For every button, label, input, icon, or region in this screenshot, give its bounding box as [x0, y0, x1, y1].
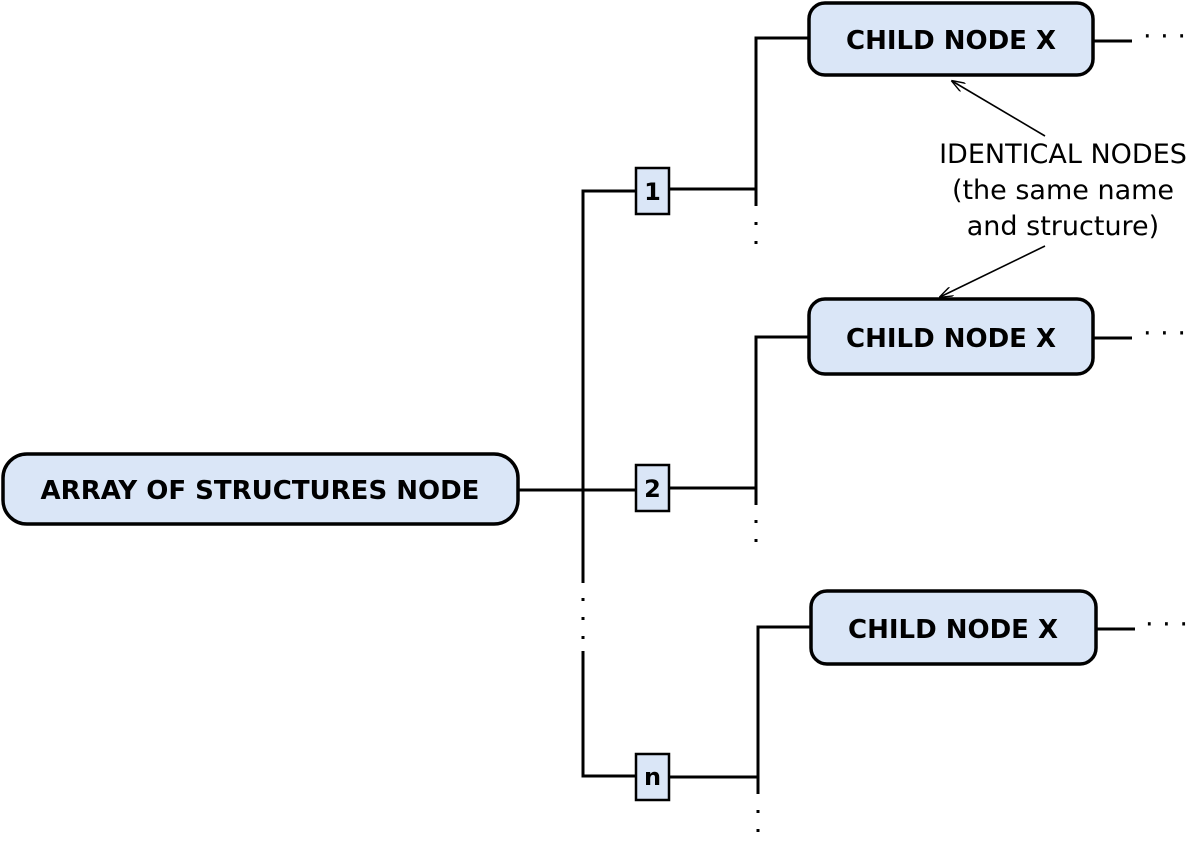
index-label-n: n — [644, 763, 661, 791]
child-continuation-2: · · · — [1143, 318, 1186, 349]
annotation-arrow-up — [952, 81, 1046, 137]
annotation-arrow-down — [940, 245, 1046, 297]
annotation-line-3: and structure) — [967, 211, 1159, 242]
index-label-2: 2 — [644, 475, 661, 503]
index-label-1: 1 — [644, 178, 661, 206]
child-node-n[interactable]: CHILD NODE X — [809, 589, 1098, 666]
identical-nodes-annotation: IDENTICAL NODES (the same name and struc… — [939, 139, 1187, 242]
annotation-line-1: IDENTICAL NODES — [939, 139, 1187, 170]
root-node[interactable]: ARRAY OF STRUCTURES NODE — [1, 452, 520, 526]
root-node-label: ARRAY OF STRUCTURES NODE — [41, 476, 480, 506]
annotation-line-2: (the same name — [952, 175, 1174, 206]
child-continuation-n: · · · — [1145, 609, 1188, 640]
trunk-lower — [581, 651, 637, 778]
child-node-2[interactable]: CHILD NODE X — [807, 297, 1095, 376]
index-box-1[interactable]: 1 — [634, 166, 671, 216]
branch-n — [756, 625, 811, 794]
index-box-n[interactable]: n — [634, 752, 671, 802]
child-node-label-1: CHILD NODE X — [846, 26, 1056, 56]
index-box-2[interactable]: 2 — [634, 463, 671, 513]
child-node-label-n: CHILD NODE X — [848, 615, 1058, 645]
child-node-1[interactable]: CHILD NODE X — [807, 1, 1095, 77]
child-node-label-2: CHILD NODE X — [846, 324, 1056, 354]
branch-1 — [754, 36, 809, 206]
trunk-upper — [581, 189, 637, 583]
branch-2 — [754, 335, 809, 505]
child-continuation-1: · · · — [1143, 21, 1186, 52]
